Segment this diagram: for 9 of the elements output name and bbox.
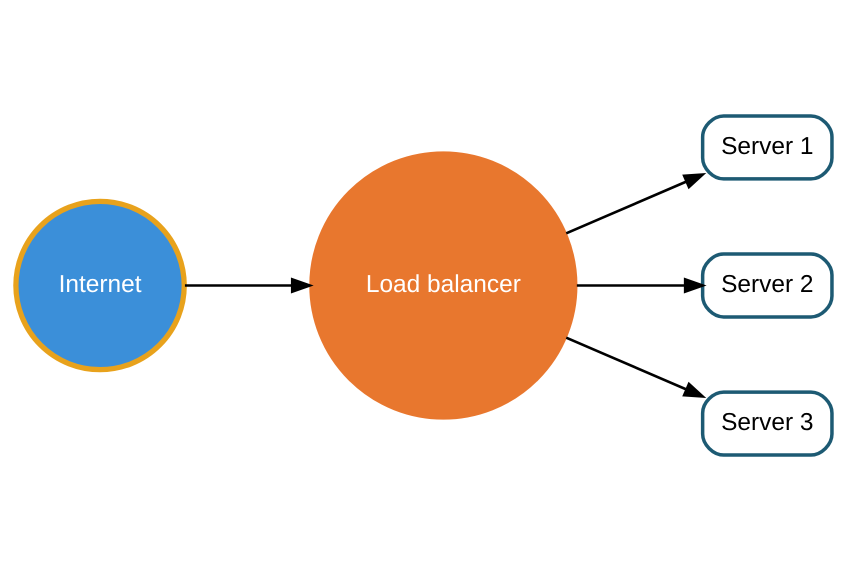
node-circle: Internet: [13, 198, 187, 372]
node-circle: Load balancer: [309, 150, 578, 420]
arrow: [566, 172, 706, 234]
node-box: Server 2: [700, 252, 834, 318]
arrow: [184, 277, 314, 293]
arrow: [576, 277, 707, 293]
arrow: [566, 336, 706, 398]
node-box: Server 1: [700, 114, 834, 180]
node-box: Server 3: [700, 390, 834, 456]
